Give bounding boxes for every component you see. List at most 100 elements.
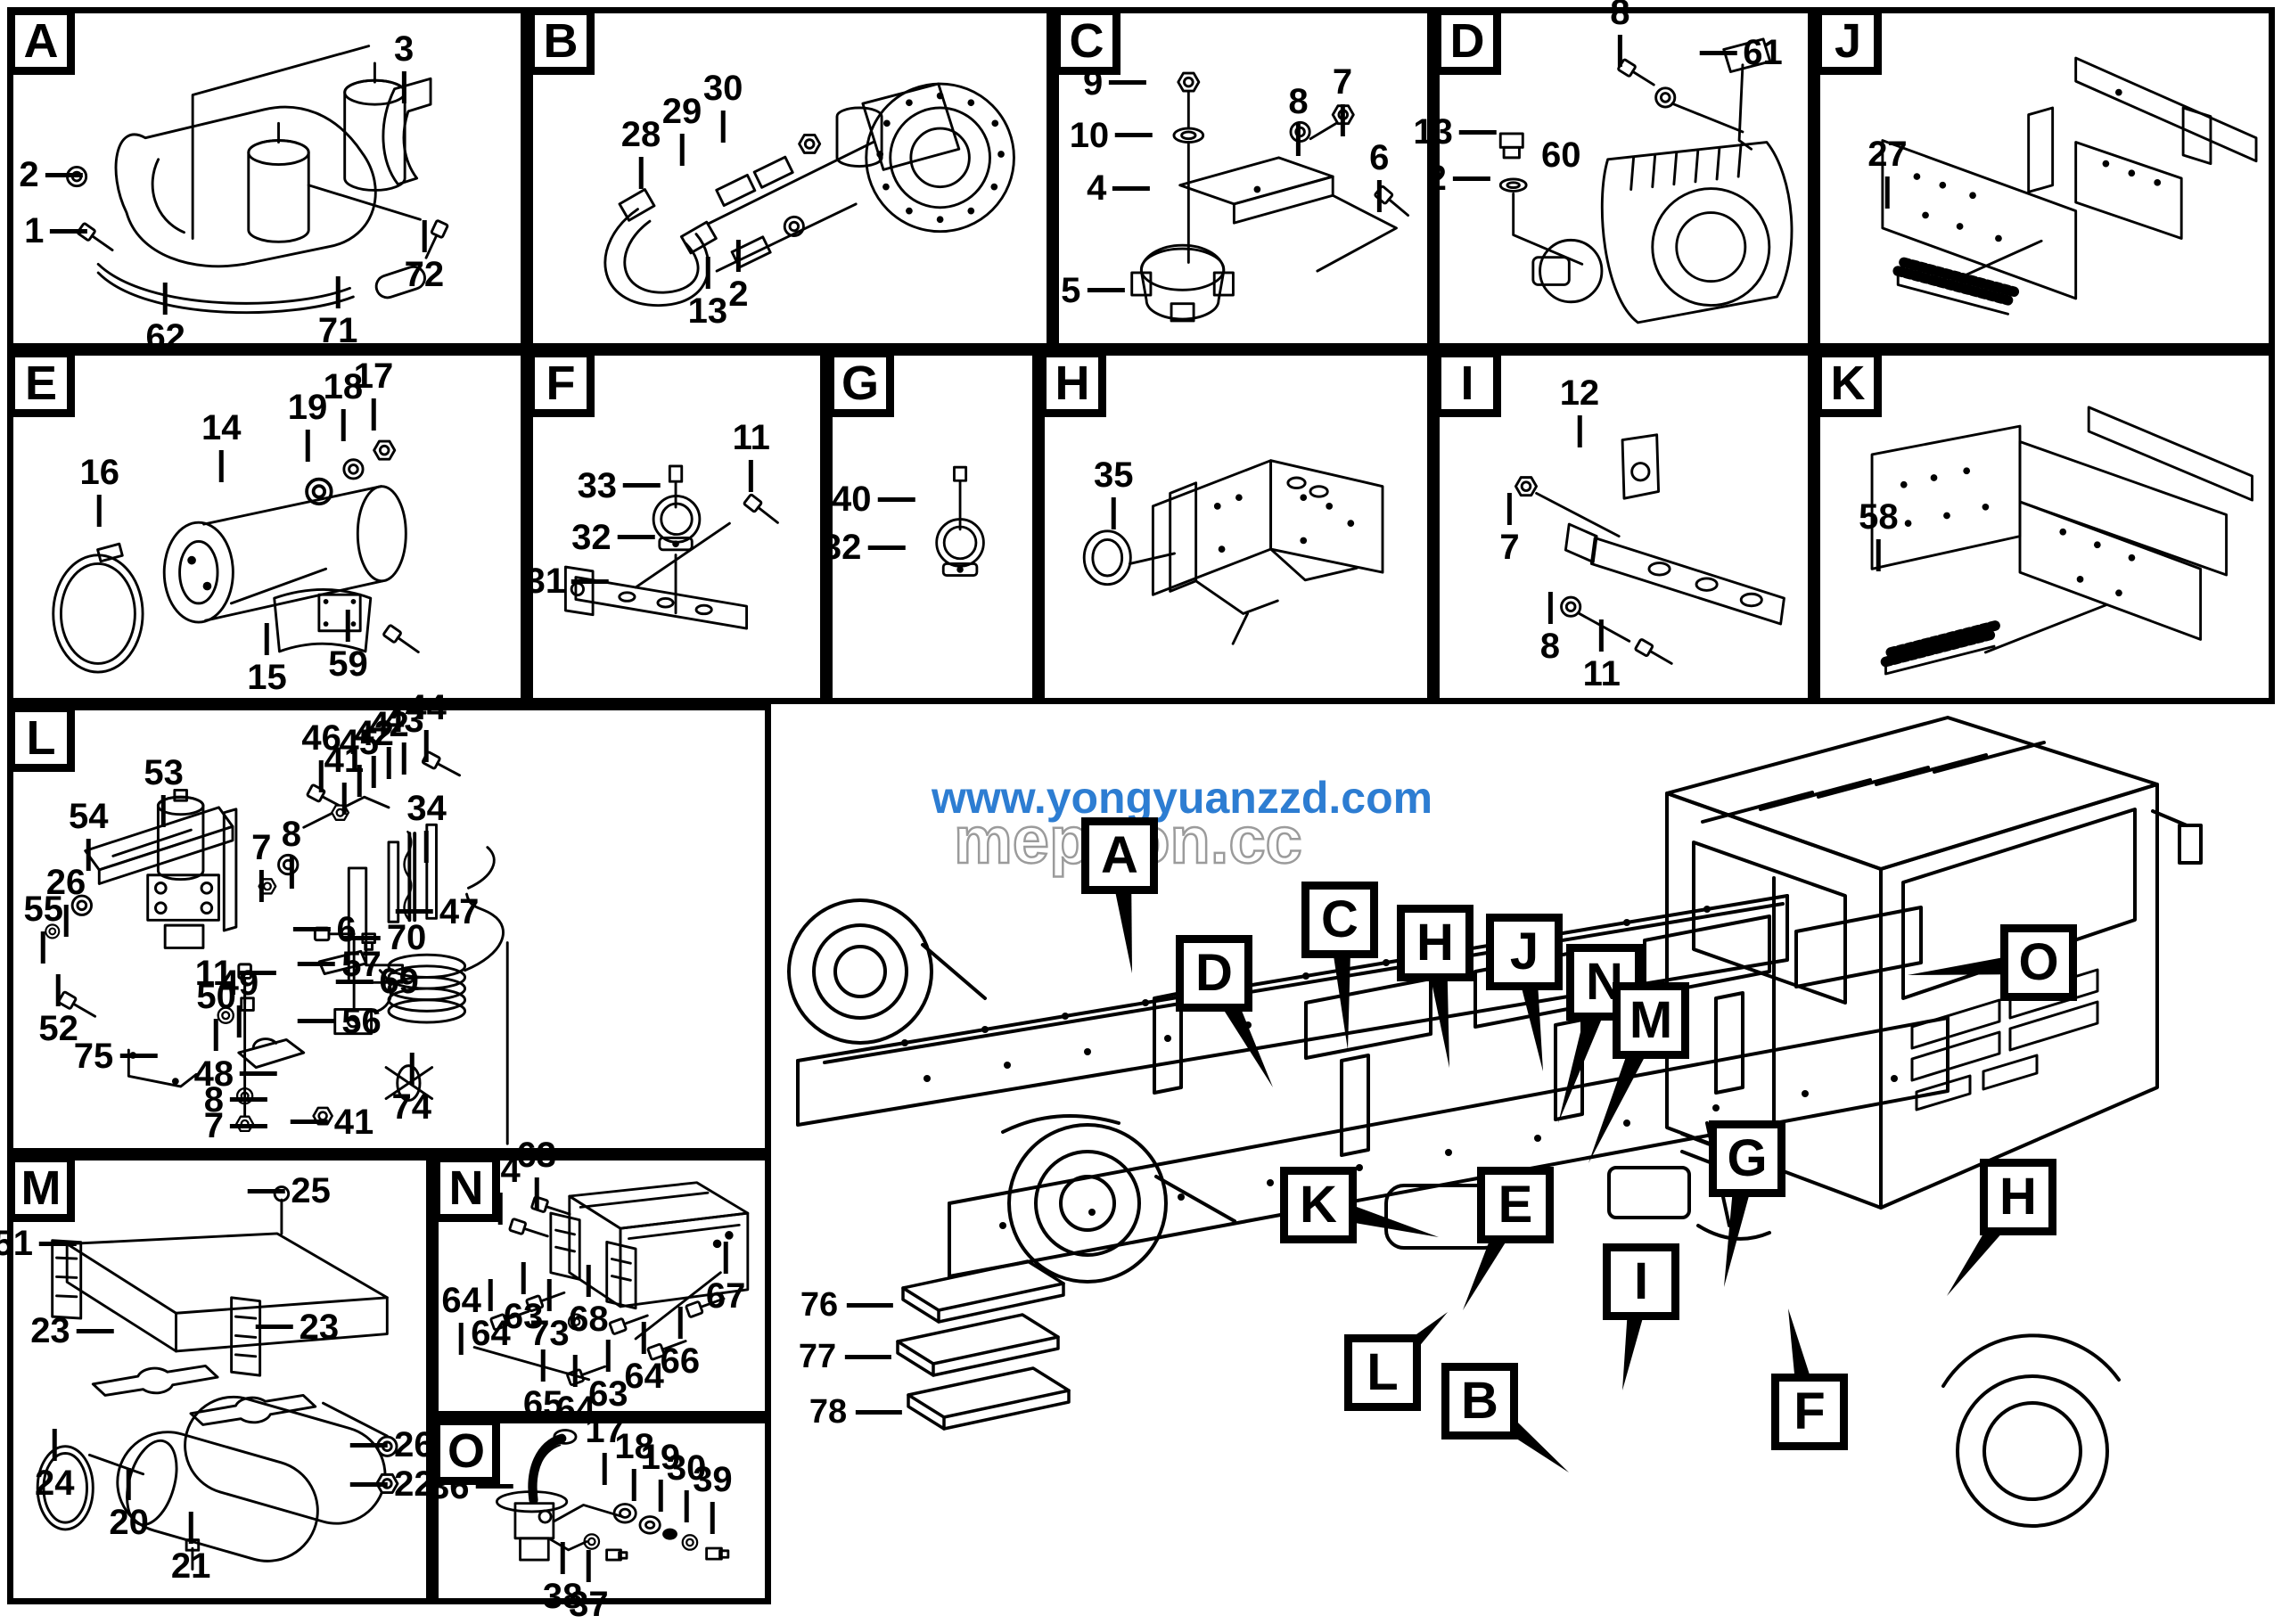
leader-line	[720, 111, 726, 144]
part-number-label: 71	[318, 272, 357, 349]
panel-J: J 27	[1814, 7, 2275, 349]
panel-K-letter: K	[1814, 349, 1882, 417]
panel-C-drawing	[1130, 71, 1414, 323]
part-number-label: 19	[288, 390, 327, 466]
part-number-label: 42	[354, 716, 394, 792]
part-number-label: 3	[394, 31, 414, 108]
part-number-label: 60	[1541, 135, 1581, 176]
part-number-label: 40	[832, 481, 922, 517]
section-callout-C: C	[1301, 882, 1378, 958]
leader-line	[705, 256, 710, 289]
watermark-blue: www.yongyuanzzd.com	[931, 773, 1432, 823]
part-number-label: 5	[1061, 273, 1130, 308]
part-number-label: 17	[354, 358, 393, 435]
leader-line	[63, 905, 69, 938]
leader-line	[1109, 80, 1147, 86]
leader-line	[1617, 35, 1622, 68]
leader-line	[1087, 288, 1125, 293]
panel-J-letter: J	[1814, 7, 1882, 75]
part-number-label: 18	[614, 1429, 654, 1505]
part-number-label: 26	[46, 865, 86, 941]
leader-line	[847, 1302, 894, 1308]
panel-A-drawing	[66, 45, 449, 315]
section-callout-G: G	[1709, 1120, 1785, 1197]
part-number-label: 38	[543, 1538, 582, 1614]
panel-N-drawing	[472, 1181, 750, 1387]
leader-line	[239, 971, 277, 976]
part-number-label: 56	[291, 1004, 382, 1039]
leader-line	[259, 869, 264, 902]
leader-line	[290, 1120, 328, 1125]
leader-line	[540, 1349, 546, 1382]
part-number-label: 64	[471, 1275, 511, 1351]
part-number-label: 18	[324, 369, 363, 446]
part-number-label: 13	[688, 252, 727, 329]
part-number-label: 63	[504, 1258, 543, 1334]
leader-line	[684, 1489, 689, 1522]
part-number-label: 58	[1859, 499, 1899, 576]
leader-line	[749, 460, 754, 493]
part-number-label: 72	[405, 216, 444, 292]
part-number-label: 75	[74, 1038, 164, 1074]
panel-E-letter: E	[7, 349, 75, 417]
part-number-label: 11	[1583, 615, 1621, 692]
leader-line	[218, 449, 224, 482]
leader-line	[163, 283, 168, 316]
leader-line	[1547, 592, 1553, 625]
part-number-label: 67	[706, 1237, 745, 1314]
part-number-label: 33	[578, 468, 668, 504]
leader-line	[240, 1071, 278, 1077]
part-number-label: 68	[569, 1260, 609, 1337]
panel-F-letter: F	[527, 349, 595, 417]
part-number-label: 46	[301, 720, 341, 797]
leader-line	[346, 609, 351, 642]
leader-line	[546, 1279, 552, 1312]
leader-line	[119, 1054, 158, 1059]
leader-line	[236, 1005, 242, 1038]
leader-line	[292, 927, 331, 931]
section-callout-E: E	[1477, 1167, 1554, 1243]
part-number-label: 59	[328, 605, 368, 682]
leader-line	[623, 483, 661, 488]
part-number-label: 8	[204, 1082, 274, 1118]
leader-line	[603, 1453, 608, 1486]
part-number-label: 13	[1413, 114, 1503, 150]
leader-line	[342, 935, 381, 940]
leader-line	[305, 429, 310, 462]
leader-line	[605, 1339, 611, 1372]
leader-line	[1884, 176, 1890, 209]
part-number-label: 7	[251, 830, 271, 906]
part-number-label: 41	[284, 1104, 373, 1140]
leader-line	[350, 1442, 389, 1448]
panel-D-drawing	[1498, 37, 1794, 324]
leader-line	[1295, 124, 1301, 157]
section-callout-D: D	[1176, 935, 1252, 1012]
panel-C-letter: C	[1053, 7, 1120, 75]
leader-line	[341, 782, 347, 815]
leader-line	[161, 795, 167, 828]
section-callout-A: A	[1081, 817, 1158, 894]
part-number-label: 44	[406, 690, 447, 767]
part-number-label: 10	[1070, 118, 1160, 153]
leader-line	[1112, 185, 1151, 191]
part-number-label: 21	[171, 1507, 210, 1584]
leader-line	[586, 1264, 591, 1297]
leader-line	[1699, 50, 1737, 55]
part-number-label: 32	[822, 529, 912, 565]
section-callout-I: I	[1603, 1243, 1679, 1320]
part-number-label: 55	[23, 891, 63, 968]
part-number-label: 47	[390, 894, 479, 930]
leader-line	[424, 830, 430, 863]
section-callout-B: B	[1441, 1363, 1518, 1439]
leader-line	[335, 979, 373, 984]
leader-line	[638, 157, 644, 190]
part-number-label: 29	[662, 94, 702, 170]
leader-line	[188, 1512, 193, 1545]
part-number-label: 74	[392, 1048, 431, 1125]
part-number-label: 27	[1867, 136, 1908, 213]
panel-B-drawing	[603, 82, 1015, 308]
panel-N-letter: N	[432, 1154, 500, 1222]
